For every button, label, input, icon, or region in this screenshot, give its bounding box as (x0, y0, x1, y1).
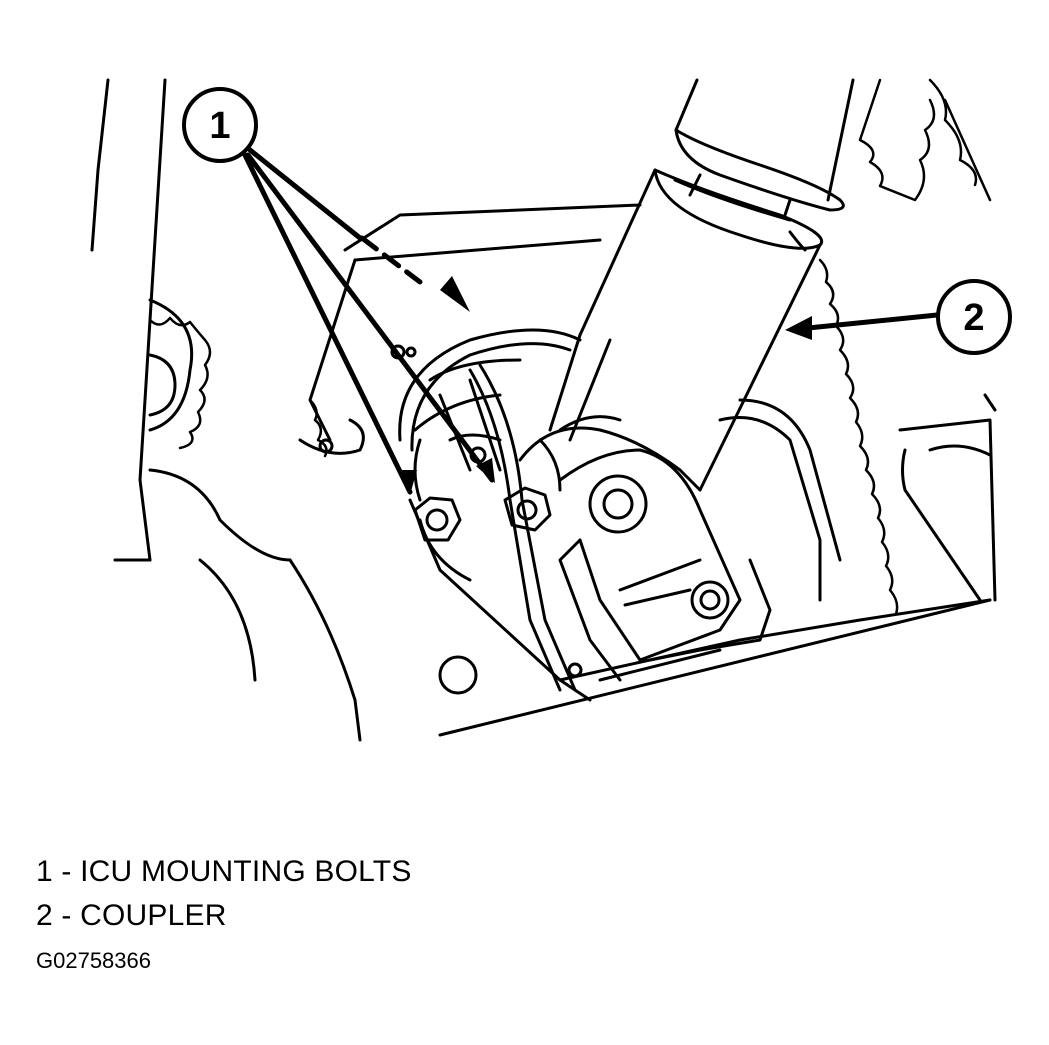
callout-1-number: 1 (209, 105, 230, 147)
legend: 1 - ICU MOUNTING BOLTS 2 - COUPLER (36, 850, 412, 938)
steering-shaft (674, 78, 855, 217)
callout-2-bubble: 2 (936, 279, 1012, 355)
callout-1-arrowheads (397, 276, 495, 495)
technical-illustration: 1 2 (90, 78, 1012, 742)
legend-item-coupler: 2 - COUPLER (36, 899, 227, 932)
column-mechanism (518, 426, 772, 682)
mounting-hole (318, 344, 583, 695)
icu-housing (398, 328, 842, 602)
figure-id: G02758366 (36, 948, 151, 973)
legend-item-icu-mounting-bolts: 1 - ICU MOUNTING BOLTS (36, 855, 412, 888)
right-panel (898, 393, 997, 602)
cutaway-edge (148, 78, 992, 616)
wire-harness (468, 363, 622, 692)
callout-1-bubble: 1 (182, 87, 258, 163)
callout-2-number: 2 (963, 297, 984, 339)
icu-mounting-bolt (413, 446, 552, 542)
coupler (538, 168, 824, 492)
callout-2-leader (785, 312, 940, 340)
callout-1-leader (242, 147, 495, 495)
mounting-plate (408, 498, 992, 737)
